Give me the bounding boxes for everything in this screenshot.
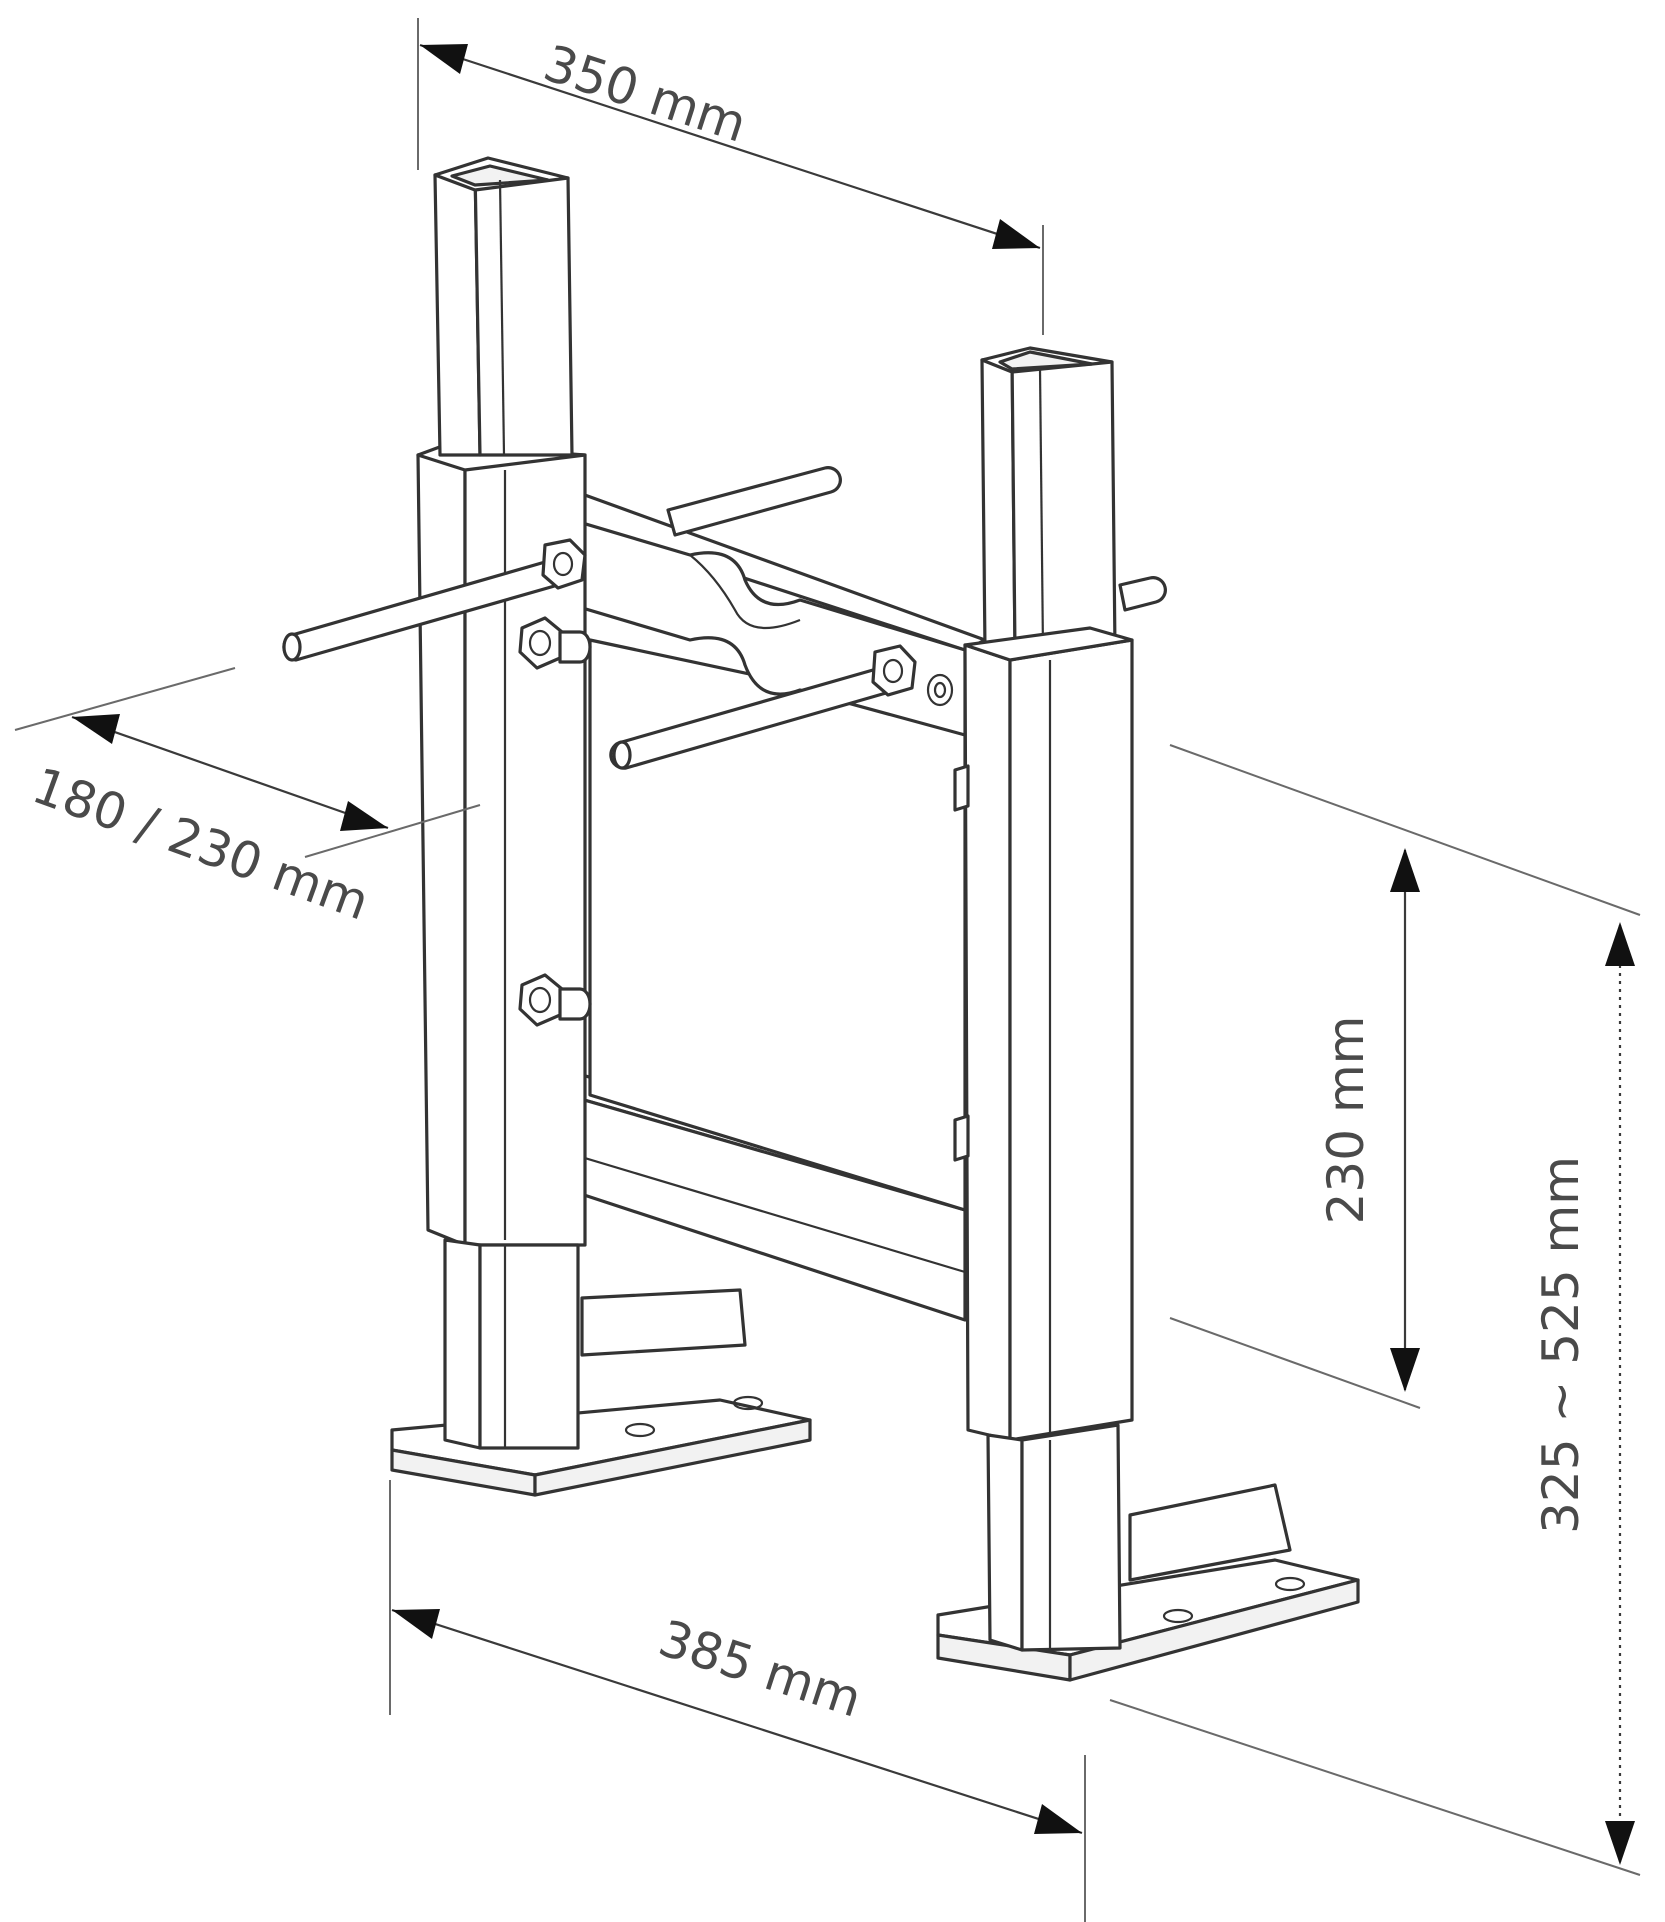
bolt-lower: [518, 973, 592, 1027]
dim-base-width-arrow-left: [392, 1609, 440, 1639]
front-rod-right: [609, 666, 888, 770]
rear-rods: [666, 466, 1167, 612]
dim-bolt-spacing-arrow-top: [1390, 848, 1420, 892]
dim-top-width-label: 350 mm: [537, 34, 753, 154]
right-post-bottom: [986, 1423, 1122, 1652]
dim-bolt-spacing: 230 mm: [1169, 744, 1641, 1409]
bolt-right-lower: [953, 1114, 970, 1162]
sleeve-bolts: [518, 616, 970, 1162]
left-post-bottom: [443, 1238, 580, 1450]
wall-hung-frame: [282, 156, 1360, 1682]
dim-top-width-arrow-left: [420, 44, 468, 74]
right-post-top: [980, 346, 1117, 652]
rod-nuts: [541, 538, 917, 697]
dim-height-range-arrow-top: [1605, 922, 1635, 966]
dim-height-range-label: 325 ~ 525 mm: [1532, 1156, 1590, 1534]
dim-bolt-spacing-label: 230 mm: [1317, 1016, 1375, 1225]
dim-base-width-arrow-right: [1034, 1804, 1082, 1834]
dim-height-range-arrow-bottom: [1605, 1821, 1635, 1865]
front-rod-left: [282, 558, 560, 662]
left-foot-plate: [390, 1288, 812, 1497]
dim-bolt-spacing-arrow-bottom: [1390, 1348, 1420, 1392]
dim-depth-label: 180 / 230 mm: [25, 756, 376, 931]
dim-base-width: 385 mm: [389, 1480, 1086, 1922]
bolt-upper: [518, 616, 592, 670]
dim-height-range: 325 ~ 525 mm: [1109, 922, 1641, 1876]
left-post-top: [433, 156, 574, 457]
dim-depth: 180 / 230 mm: [14, 667, 481, 932]
dim-base-width-label: 385 mm: [652, 1609, 868, 1729]
dim-depth-arrow-right: [340, 801, 388, 831]
dim-depth-arrow-left: [72, 714, 120, 744]
right-leg-sleeve: [963, 626, 1134, 1442]
bolt-right-upper: [953, 764, 970, 812]
dim-top-width-arrow-right: [992, 219, 1040, 249]
